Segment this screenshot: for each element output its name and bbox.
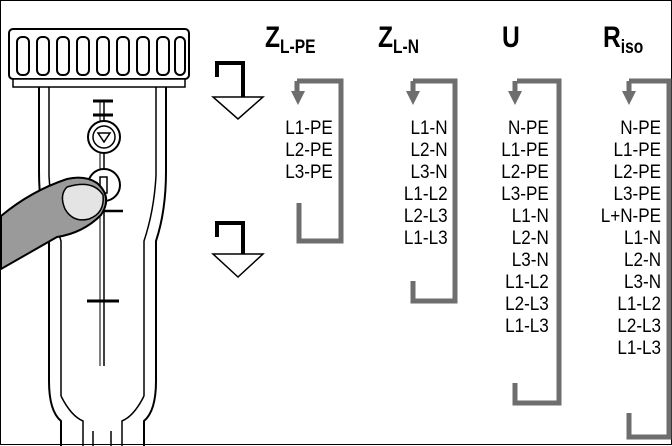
list-item: L3-PE xyxy=(613,184,661,205)
header-z-l-n: ZL-N xyxy=(378,21,419,58)
list-item: L1-L3 xyxy=(404,228,448,249)
probe-body-right xyxy=(143,81,167,446)
list-item: L1-L3 xyxy=(617,338,661,359)
list-item: L+N-PE xyxy=(600,206,661,227)
list-item: L2-L3 xyxy=(404,206,448,227)
list-item: L1-N xyxy=(410,118,448,139)
list-item: L3-PE xyxy=(501,184,549,205)
header-z-l-pe: ZL-PE xyxy=(265,21,316,58)
header-r-iso: Riso xyxy=(603,21,644,58)
scroll-down-button[interactable] xyxy=(87,120,121,154)
list-item: L1-PE xyxy=(613,140,661,161)
cap-ridges xyxy=(16,36,186,76)
fingernail xyxy=(61,183,104,221)
list-item: L2-N xyxy=(410,140,448,161)
list-item: N-PE xyxy=(508,118,549,139)
cycle-brackets xyxy=(296,78,672,440)
list-item: L3-N xyxy=(511,250,549,271)
list-item: L1-N xyxy=(511,206,549,227)
list-item: L2-L3 xyxy=(505,294,549,315)
step-arrow-icon xyxy=(211,61,265,120)
list-item: L1-L3 xyxy=(505,316,549,337)
list-item: L2-PE xyxy=(285,140,333,161)
list-item: L3-N xyxy=(410,162,448,183)
probe-body xyxy=(38,81,62,446)
list-item: L2-N xyxy=(623,250,661,271)
list-item: L2-PE xyxy=(613,162,661,183)
list-item: L2-N xyxy=(511,228,549,249)
header-u: U xyxy=(502,21,520,54)
list-item: L1-L2 xyxy=(617,294,661,315)
list-item: L1-N xyxy=(623,228,661,249)
list-item: N-PE xyxy=(620,118,661,139)
list-item: L1-PE xyxy=(501,140,549,161)
list-item: L1-PE xyxy=(285,118,333,139)
list-item: L2-L3 xyxy=(617,316,661,337)
list-item: L1-L2 xyxy=(505,272,549,293)
step-arrow-icon xyxy=(211,221,265,279)
list-item: L2-PE xyxy=(501,162,549,183)
list-item: L1-L2 xyxy=(404,184,448,205)
list-item: L3-PE xyxy=(285,162,333,183)
list-item: L3-N xyxy=(623,272,661,293)
